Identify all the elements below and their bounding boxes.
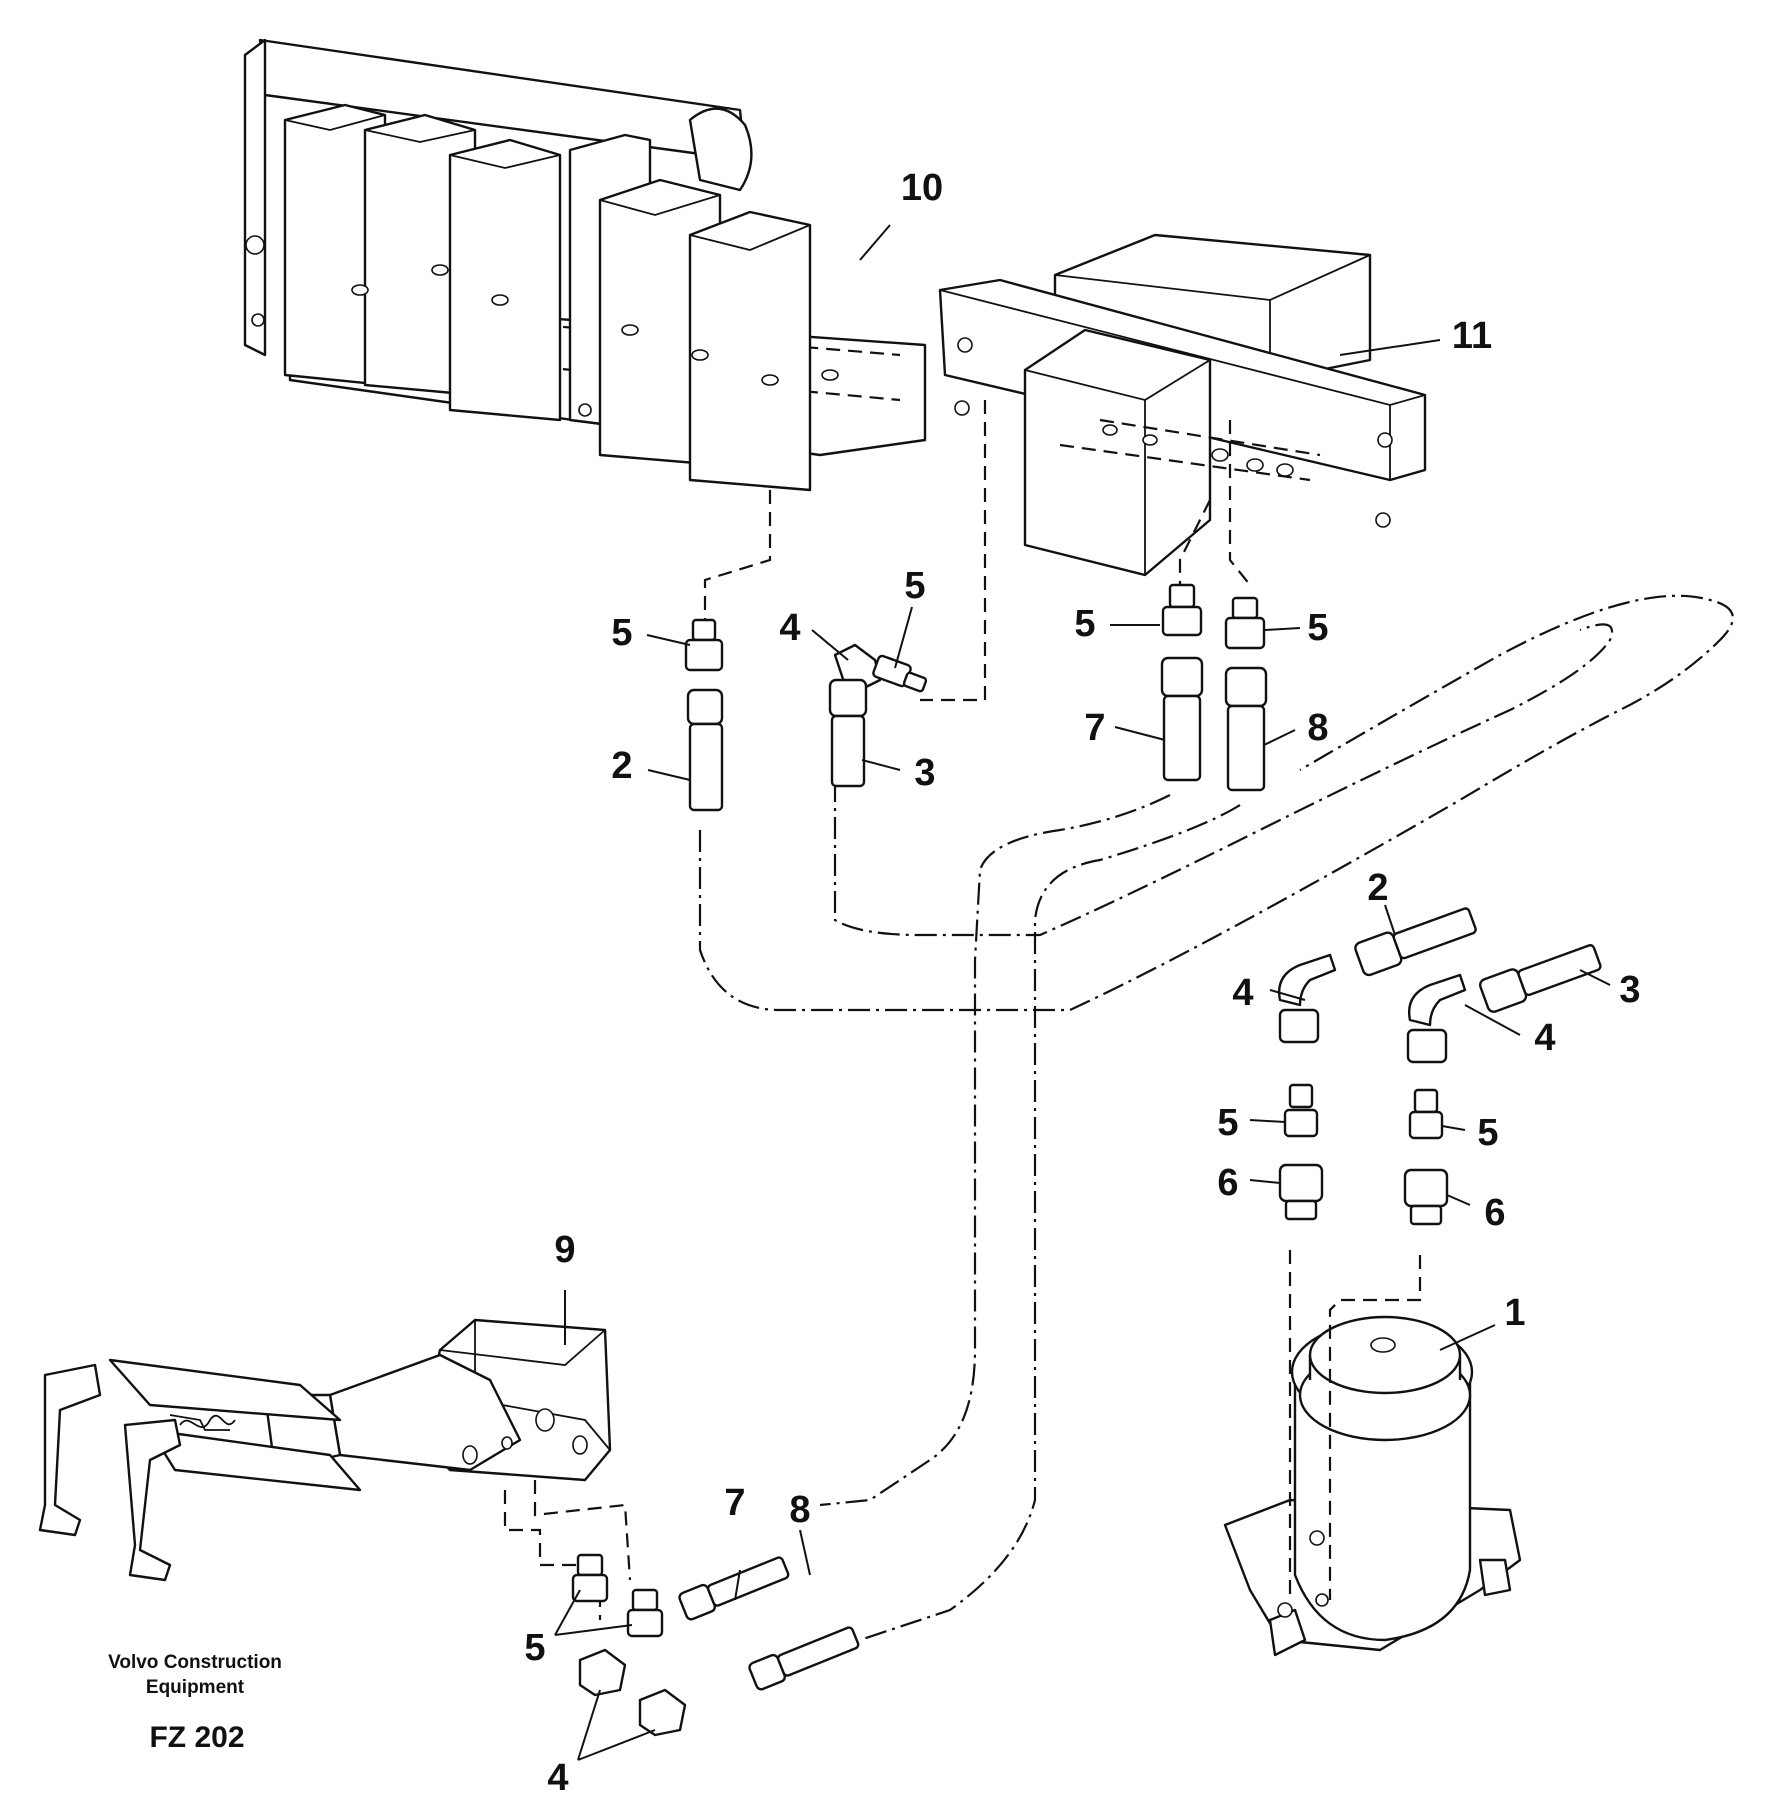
callout-2: 2 [1367,867,1388,909]
callout-4: 4 [547,1757,568,1799]
callout-8: 8 [789,1489,810,1531]
callout-6: 6 [1217,1162,1238,1204]
pilot-valve-mounting-plate [938,233,1427,577]
swivel-joint [1223,1315,1522,1657]
callout-5: 5 [611,612,632,654]
figure-code: FZ 202 [149,1721,244,1754]
fittings [571,583,1602,1737]
callout-5: 5 [1217,1102,1238,1144]
callout-4: 4 [1534,1017,1555,1059]
credit-block: Volvo Construction Equipment FZ 202 [108,1652,282,1754]
callout-3: 3 [914,752,935,794]
control-valve-assembly [243,38,927,492]
callout-10: 10 [901,167,943,209]
callout-4: 4 [1232,972,1253,1014]
hose-routing [503,400,1734,1642]
callout-7: 7 [724,1482,745,1524]
callout-9: 9 [554,1229,575,1271]
callout-6: 6 [1484,1192,1505,1234]
callout-5: 5 [904,565,925,607]
credit-line-1: Volvo Construction [108,1652,282,1673]
callout-11: 11 [1452,315,1492,357]
credit-line-2: Equipment [146,1677,245,1698]
callout-5: 5 [1074,603,1095,645]
callout-5: 5 [1307,607,1328,649]
callout-labels: 10 11 5 4 5 2 3 5 5 7 8 2 3 4 4 5 5 6 6 … [524,167,1640,1799]
callout-4: 4 [779,607,800,649]
callout-7: 7 [1084,707,1105,749]
callout-2: 2 [611,745,632,787]
callout-5: 5 [524,1627,545,1669]
callout-8: 8 [1307,707,1328,749]
callout-1: 1 [1504,1292,1525,1334]
callout-3: 3 [1619,969,1640,1011]
leader-lines [554,224,1611,1761]
callout-5: 5 [1477,1112,1498,1154]
pedal-valve [38,1318,612,1582]
